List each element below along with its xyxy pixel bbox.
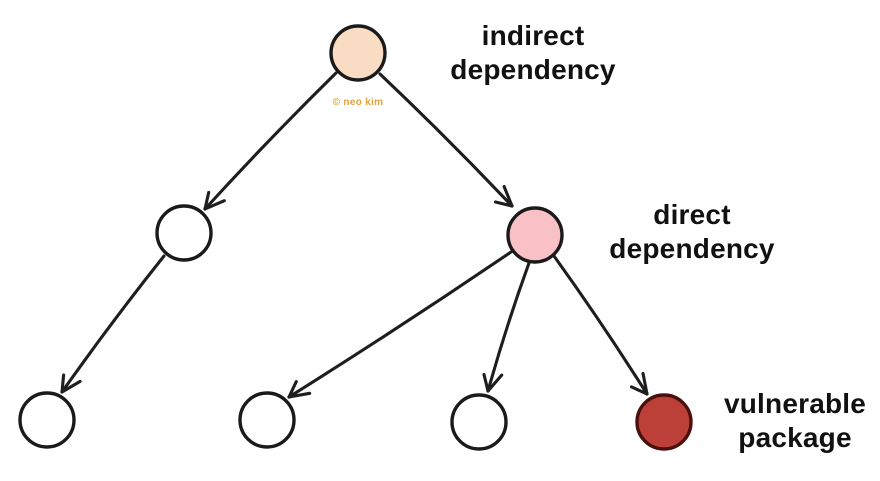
edge-direct-to-leaf-3 [482, 261, 531, 393]
edge-indirect-to-direct [378, 72, 514, 208]
edge-intermediate-to-leaf-1-arrowhead-1 [60, 379, 82, 394]
edge-direct-to-vulnerable-arrowhead-2 [629, 385, 649, 396]
vulnerable-package-node [635, 393, 693, 451]
indirect-dependency-label: indirect dependency [450, 19, 615, 87]
edge-intermediate-to-leaf-1-shaft [60, 254, 166, 394]
edge-indirect-to-direct-arrowhead-2 [493, 200, 514, 208]
edge-direct-to-leaf-3-arrowhead-1 [486, 373, 504, 393]
indirect-dependency-label-line2: dependency [450, 54, 616, 85]
edge-indirect-to-direct-shaft [378, 72, 514, 208]
vulnerable-package-label: vulnerable package [724, 387, 866, 455]
edge-direct-to-vulnerable-shaft [552, 254, 649, 396]
leaf-node-2 [238, 391, 296, 449]
direct-dependency-label-line2: dependency [609, 233, 775, 264]
edge-direct-to-leaf-2-shaft [287, 250, 513, 399]
edge-indirect-to-intermediate [203, 71, 338, 211]
direct-dependency-label-line1: direct [653, 199, 731, 230]
vulnerable-package-label-line1: vulnerable [723, 388, 867, 419]
edge-direct-to-leaf-3-arrowhead-2 [482, 372, 490, 393]
edge-direct-to-leaf-2 [287, 250, 513, 399]
direct-dependency-label: direct dependency [609, 198, 774, 266]
edge-intermediate-to-leaf-1 [60, 254, 166, 394]
edge-indirect-to-intermediate-arrowhead-2 [203, 190, 211, 211]
vulnerable-package-label-line2: package [738, 422, 852, 453]
edge-indirect-to-intermediate-shaft [203, 71, 338, 211]
edge-direct-to-vulnerable-arrowhead-1 [641, 371, 649, 396]
edge-indirect-to-direct-arrowhead-1 [502, 184, 514, 208]
edge-direct-to-leaf-2-arrowhead-2 [287, 380, 298, 399]
direct-dependency-node [506, 206, 564, 264]
leaf-node-1 [18, 391, 76, 449]
watermark-credit: © neo kim [332, 97, 384, 108]
edge-direct-to-leaf-2-arrowhead-1 [287, 391, 312, 399]
edge-direct-to-vulnerable [552, 254, 649, 396]
edge-intermediate-to-leaf-1-arrowhead-2 [60, 373, 66, 394]
edge-indirect-to-intermediate-arrowhead-1 [203, 199, 226, 211]
edge-direct-to-leaf-3-shaft [486, 261, 531, 393]
leaf-node-3 [450, 393, 508, 451]
indirect-dependency-label-line1: indirect [481, 20, 585, 51]
intermediate-node [155, 204, 213, 262]
indirect-dependency-node [329, 24, 387, 82]
